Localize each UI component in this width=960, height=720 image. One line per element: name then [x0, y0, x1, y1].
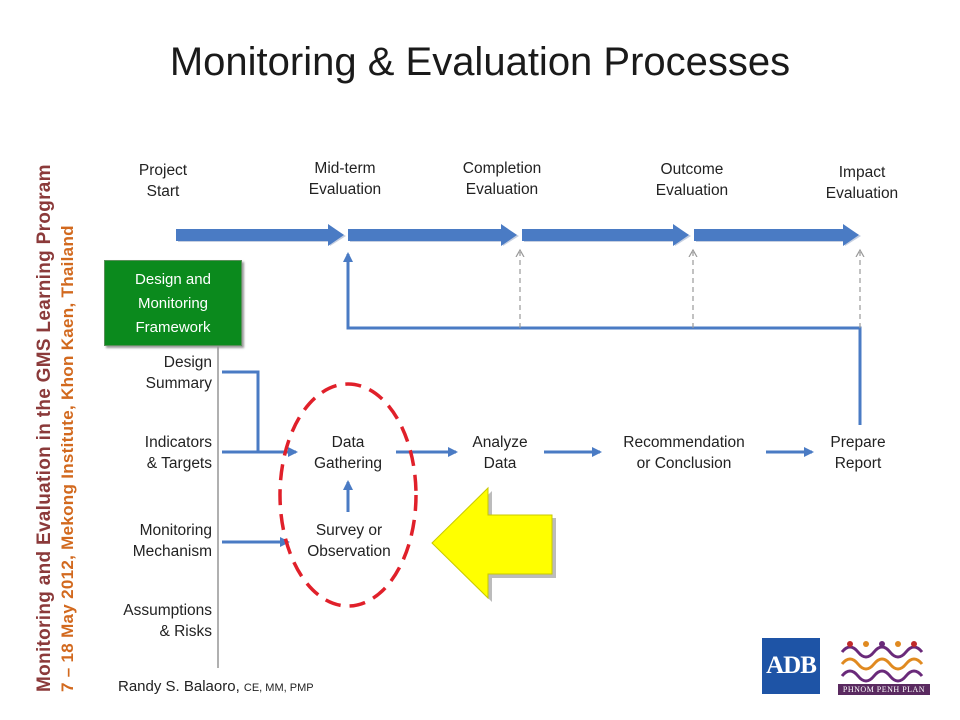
framework-item-assumptions-risks: Assumptions & Risks: [123, 602, 212, 640]
evaluation-connectors: [520, 252, 860, 328]
author-credit: Randy S. Balaoro, CE, MM, PMP: [118, 678, 314, 695]
timeline-segment-3: [522, 224, 691, 246]
process-analyze-data: Analyze Data: [472, 434, 528, 472]
framework-item-design-summary: Design Summary: [145, 354, 212, 392]
milestone-outcome-evaluation: Outcome Evaluation: [655, 161, 729, 199]
process-prepare-report: Prepare Report: [830, 434, 886, 472]
author-name: Randy S. Balaoro,: [118, 678, 244, 695]
milestone-impact-evaluation: Impact Evaluation: [825, 164, 899, 202]
framework-item-indicators-targets: Indicators & Targets: [144, 434, 212, 472]
ppp-logo-icon: [838, 638, 930, 684]
process-survey-observation: Survey or Observation: [307, 522, 391, 560]
milestone-midterm-evaluation: Mid-term Evaluation: [308, 160, 382, 198]
design-monitoring-framework-box: Design and Monitoring Framework: [104, 260, 242, 346]
adb-logo: ADB: [762, 638, 820, 694]
timeline-segment-4: [694, 224, 861, 246]
yellow-pointer-arrow: [431, 486, 556, 602]
highlight-circle: [278, 382, 418, 608]
framework-item-monitoring-mechanism: Monitoring Mechanism: [132, 522, 212, 560]
process-data-gathering: Data Gathering: [313, 434, 383, 472]
page-title: Monitoring & Evaluation Processes: [169, 40, 791, 84]
author-credentials: CE, MM, PMP: [243, 682, 314, 694]
timeline-segment-1: [176, 224, 346, 246]
timeline-segment-2: [348, 224, 519, 246]
process-recommendation: Recommendation or Conclusion: [623, 434, 745, 472]
milestone-project-start: Project Start: [138, 162, 188, 200]
feedback-loop-arrow: [343, 252, 862, 425]
design-summary-connector: [222, 370, 298, 457]
milestone-completion-evaluation: Completion Evaluation: [462, 160, 542, 198]
ppp-logo-text: PHNOM PENH PLAN: [838, 684, 930, 695]
timeline-arrows: [176, 224, 861, 246]
